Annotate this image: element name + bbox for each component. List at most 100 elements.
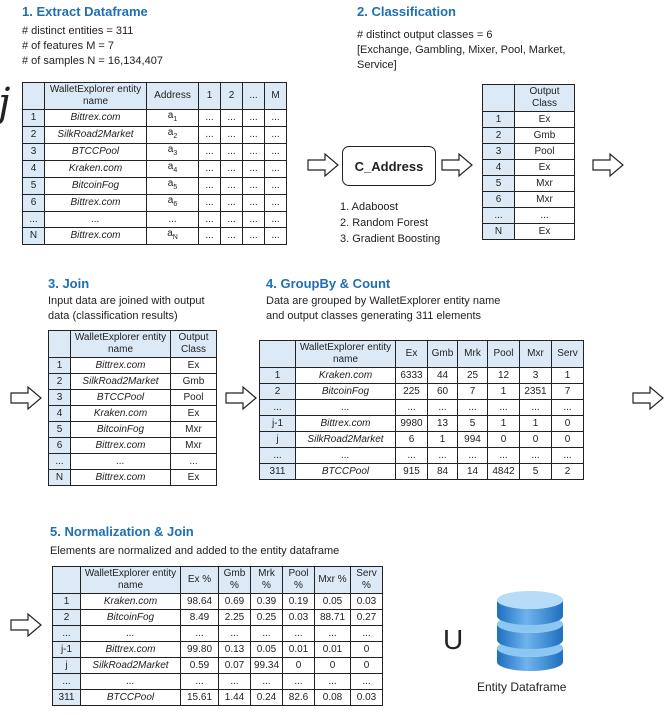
table-cell: ... bbox=[314, 625, 351, 642]
table-cell: 0 bbox=[551, 431, 584, 448]
table-cell: 4 bbox=[48, 405, 71, 422]
table-cell: ... bbox=[395, 399, 428, 416]
table-cell: N bbox=[482, 223, 515, 240]
table-cell: 2 bbox=[551, 463, 584, 480]
table-cell: 0.24 bbox=[250, 689, 283, 706]
table-cell: 82.6 bbox=[282, 689, 315, 706]
section1-title: 1. Extract Dataframe bbox=[22, 4, 148, 19]
table-cell: BitcoinFog bbox=[70, 421, 171, 438]
table-cell: 1 bbox=[22, 109, 45, 127]
table-cell: 5 bbox=[22, 177, 45, 195]
table-cell: 6333 bbox=[395, 367, 428, 384]
column-header: Pool % bbox=[282, 566, 315, 594]
address-symbol: a bbox=[167, 127, 174, 138]
table-cell: ... bbox=[70, 453, 171, 470]
address-symbol: a bbox=[167, 161, 174, 172]
table-cell: Mxr bbox=[514, 191, 575, 208]
table-cell: ... bbox=[482, 207, 515, 224]
table-cell: ... bbox=[22, 211, 45, 228]
table-cell: Gmb bbox=[170, 373, 217, 390]
table-cell: 6 bbox=[48, 437, 71, 454]
table-cell: SilkRoad2Market bbox=[80, 657, 181, 674]
table-cell: 994 bbox=[457, 431, 488, 448]
table-cell: Bittrex.com bbox=[44, 227, 147, 245]
table-cell: ... bbox=[259, 399, 296, 416]
table-cell: 3 bbox=[48, 389, 71, 406]
table-cell: Ex bbox=[514, 111, 575, 128]
table-cell: BTCCPool bbox=[44, 143, 147, 161]
table-cell: ... bbox=[314, 673, 351, 690]
table-cell: 2 bbox=[52, 609, 81, 626]
table-cell: 6 bbox=[22, 194, 45, 212]
table-cell: ... bbox=[487, 447, 520, 464]
table-cell: Bittrex.com bbox=[44, 109, 147, 127]
column-header: Mrk % bbox=[250, 566, 283, 594]
section1-line1: # distinct entities = 311 bbox=[22, 25, 134, 37]
section4-line2: and output classes generating 311 elemen… bbox=[266, 310, 482, 322]
section5-title: 5. Normalization & Join bbox=[50, 524, 194, 539]
arrow-3-in-icon bbox=[10, 385, 42, 411]
table-cell: BitcoinFog bbox=[80, 609, 181, 626]
table-cell: 5 bbox=[48, 421, 71, 438]
table-cell: ... bbox=[264, 126, 287, 144]
table-cell: 98.64 bbox=[180, 593, 219, 610]
table-cell: 25 bbox=[457, 367, 488, 384]
table-cell: ... bbox=[80, 625, 181, 642]
table-cell: ... bbox=[427, 399, 458, 416]
table-cell: ... bbox=[242, 160, 265, 178]
table-cell: ... bbox=[259, 447, 296, 464]
table-cell: ... bbox=[80, 673, 181, 690]
table-cell: Mxr bbox=[170, 437, 217, 454]
arrow-5-in-icon bbox=[10, 612, 42, 638]
table-cell: j-1 bbox=[259, 415, 296, 432]
table-cell: 1 bbox=[482, 111, 515, 128]
table-cell: 12 bbox=[487, 367, 520, 384]
table-cell: 0.01 bbox=[282, 641, 315, 658]
column-header: WalletExplorer entity name bbox=[80, 566, 181, 594]
table-cell: Mxr bbox=[170, 421, 217, 438]
table-cell: 13 bbox=[427, 415, 458, 432]
table-cell: ... bbox=[242, 126, 265, 144]
table-cell: ... bbox=[44, 211, 147, 228]
table-cell: 0.03 bbox=[350, 689, 383, 706]
table-cell: 3 bbox=[482, 143, 515, 160]
table-cell: Mxr bbox=[514, 175, 575, 192]
table-cell: ... bbox=[487, 399, 520, 416]
column-header: Serv bbox=[551, 340, 584, 368]
table-cell: 0.39 bbox=[250, 593, 283, 610]
table-cell: 7 bbox=[457, 383, 488, 400]
table-cell: 0.05 bbox=[314, 593, 351, 610]
column-header: WalletExplorer entity name bbox=[295, 340, 396, 368]
address-symbol: a bbox=[167, 144, 174, 155]
column-header: 2 bbox=[220, 82, 243, 110]
table-row: ........................ bbox=[259, 447, 584, 464]
table-cell: ... bbox=[198, 109, 221, 127]
table-cell: ... bbox=[242, 194, 265, 212]
table-cell: Bittrex.com bbox=[80, 641, 181, 658]
table-cell: Bittrex.com bbox=[295, 415, 396, 432]
table-cell: ... bbox=[264, 160, 287, 178]
section4-title: 4. GroupBy & Count bbox=[266, 276, 391, 291]
method-2: 2. Random Forest bbox=[340, 217, 429, 229]
table-cell: Bittrex.com bbox=[70, 357, 171, 374]
table-row: ...... bbox=[482, 207, 575, 224]
table-cell: ... bbox=[551, 447, 584, 464]
table-cell: ... bbox=[457, 399, 488, 416]
table-cell: 1 bbox=[427, 431, 458, 448]
address-subscript: 4 bbox=[173, 167, 178, 174]
table-cell: ... bbox=[282, 673, 315, 690]
address-symbol: a bbox=[167, 228, 173, 239]
column-header: WalletExplorer entity name bbox=[44, 82, 147, 110]
